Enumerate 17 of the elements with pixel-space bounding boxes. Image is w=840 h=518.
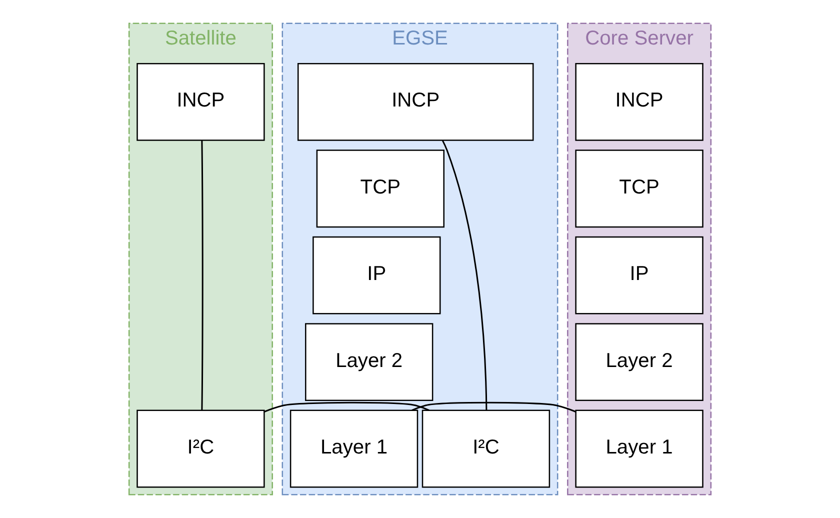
node-box: Layer 2 [575,323,704,401]
node-box: TCP [575,150,704,228]
connector [442,140,488,410]
node-box: IP [312,236,441,314]
connector [412,402,576,412]
node-box: IP [575,236,704,314]
node-box: Layer 1 [290,410,418,488]
node-box: INCP [297,62,534,141]
node-box: I²C [422,410,550,488]
connector [264,402,430,412]
node-box: INCP [136,62,265,141]
node-box: I²C [136,410,265,488]
node-box: Layer 2 [305,323,434,401]
node-box: INCP [575,62,704,141]
node-box: Layer 1 [575,410,704,488]
node-box: TCP [316,150,444,228]
connector [201,140,204,410]
